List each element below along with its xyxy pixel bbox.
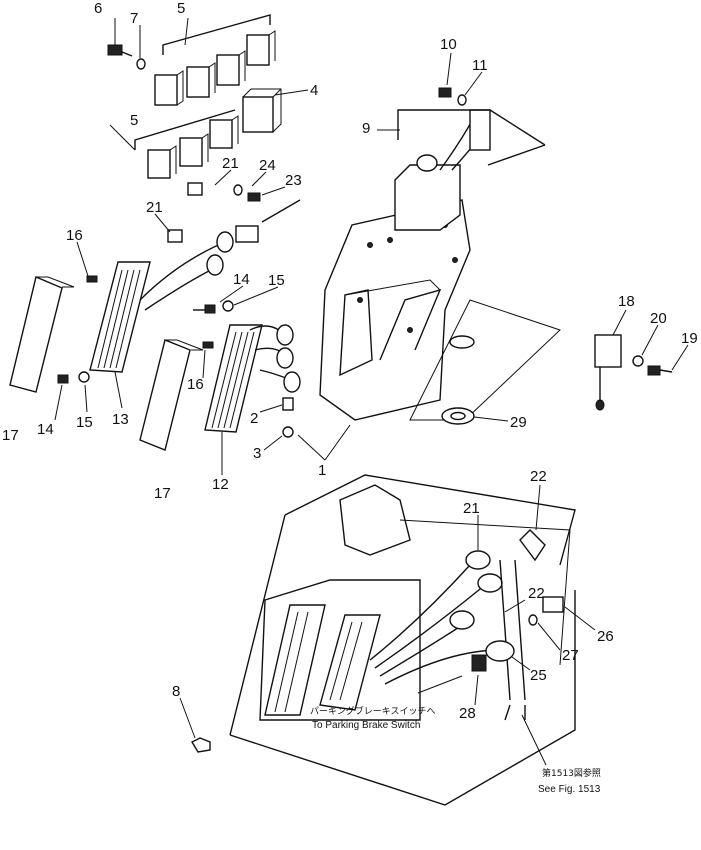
connector-block-right — [139, 324, 263, 451]
callout-9: 9 — [362, 120, 370, 137]
callout-15-right: 15 — [268, 272, 285, 289]
callout-15-left: 15 — [76, 414, 93, 431]
callout-21-mid: 21 — [146, 199, 163, 216]
callout-14-left: 14 — [37, 421, 54, 438]
small-clip — [191, 737, 211, 753]
callout-28: 28 — [459, 705, 476, 722]
callout-7: 7 — [130, 10, 138, 27]
callout-17-left: 17 — [2, 427, 19, 444]
callout-18: 18 — [618, 293, 635, 310]
connector-block-left — [9, 261, 151, 393]
callout-16-upper: 16 — [66, 227, 83, 244]
callout-21-upper: 21 — [222, 155, 239, 172]
relay-large — [242, 88, 309, 133]
callout-10: 10 — [440, 36, 457, 53]
callout-13: 13 — [112, 411, 129, 428]
lower-bracket — [259, 484, 571, 721]
callout-3: 3 — [253, 445, 261, 462]
grommet — [441, 407, 475, 425]
callout-4: 4 — [310, 82, 318, 99]
callout-27: 27 — [562, 647, 579, 664]
callout-1: 1 — [318, 462, 326, 479]
callout-24: 24 — [259, 157, 276, 174]
callout-11: 11 — [472, 57, 488, 74]
main-bracket — [319, 199, 561, 421]
callout-22-upper: 22 — [530, 468, 547, 485]
callout-8: 8 — [172, 683, 180, 700]
bolt-and-washer — [107, 44, 146, 70]
callout-29: 29 — [510, 414, 527, 431]
figure-reference-note: 第1513図参照 See Fig. 1513 — [538, 767, 601, 795]
callout-6: 6 — [94, 0, 102, 17]
callout-17-right: 17 — [154, 485, 171, 502]
fig-note-en: See Fig. 1513 — [538, 784, 601, 795]
leader-lines — [54, 17, 689, 766]
harness-wires-upper — [86, 182, 301, 393]
callout-2: 2 — [250, 410, 258, 427]
fig-note-jp: 第1513図参照 — [542, 767, 601, 779]
small-hardware-left — [57, 184, 294, 438]
parking-note-en: To Parking Brake Switch — [312, 720, 420, 731]
callout-21-lower: 21 — [463, 500, 480, 517]
lower-connectors — [264, 604, 381, 716]
relay-group-upper — [154, 14, 276, 106]
callout-5-lower: 5 — [130, 112, 138, 129]
parking-note-jp: パーキングブレーキスイッチへ — [310, 705, 435, 717]
callout-16-lower: 16 — [187, 376, 204, 393]
callout-20: 20 — [650, 310, 667, 327]
callout-12: 12 — [212, 476, 229, 493]
callout-19: 19 — [681, 330, 698, 347]
parking-brake-note: パーキングブレーキスイッチへ To Parking Brake Switch — [310, 705, 435, 731]
lower-assembly-outline — [229, 474, 576, 806]
callout-23: 23 — [285, 172, 302, 189]
callout-26: 26 — [597, 628, 614, 645]
lower-harness — [369, 529, 564, 721]
callout-25: 25 — [530, 667, 547, 684]
callout-14-right: 14 — [233, 271, 250, 288]
side-switch — [594, 334, 673, 411]
relay-group-lower — [134, 109, 239, 179]
switch-panel — [394, 87, 546, 231]
callout-labels: 1 2 3 4 5 5 6 7 8 9 10 11 12 13 14 14 15… — [2, 0, 698, 722]
callout-22-lower: 22 — [528, 585, 545, 602]
callout-5-upper: 5 — [177, 0, 185, 17]
